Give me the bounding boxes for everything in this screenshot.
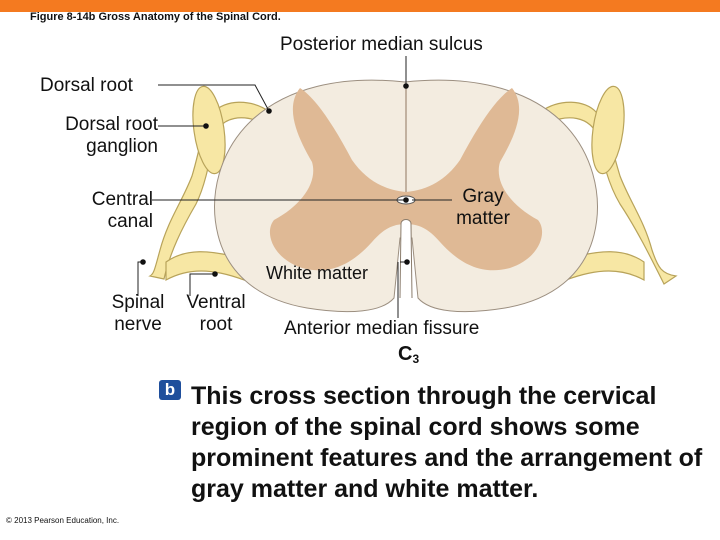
dot-central-canal [403,197,409,203]
dot-white-matter [404,259,410,265]
label-anterior-median-fissure: Anterior median fissure [284,318,480,339]
segment-label-c3: C3 [398,343,419,366]
label-ventral-root: Ventral root [176,292,256,336]
label-dorsal-root-ganglion: Dorsal root ganglion [20,114,158,158]
anterior-median-fissure-groove [399,219,413,299]
label-central-canal-line1: Central [91,189,153,210]
label-central-canal: Central canal [40,189,153,233]
right-nerve-roots [539,85,678,285]
dot-dorsal-root-ganglion [203,123,209,129]
label-spinal-nerve: Spinal nerve [100,292,176,336]
leader-dorsal-root [158,84,270,112]
gray-matter-region [269,88,543,271]
label-spinal-nerve-line1: Spinal [111,292,165,313]
label-dorsal-root: Dorsal root [40,75,133,96]
leader-spinal-nerve [137,261,143,296]
panel-badge: b [159,380,181,400]
label-ventral-root-line2: root [199,314,233,335]
label-spinal-nerve-line2: nerve [114,314,162,335]
label-dorsal-root-ganglion-line1: Dorsal root [65,114,158,135]
label-posterior-median-sulcus: Posterior median sulcus [280,34,483,55]
label-gray-matter-line2: matter [456,208,510,229]
label-dorsal-root-ganglion-line2: ganglion [86,136,158,157]
label-ventral-root-line1: Ventral [186,292,246,313]
dot-posterior-median-sulcus [403,83,409,89]
leader-ventral-root [189,273,215,296]
dot-ventral-root [212,271,218,277]
dot-spinal-nerve [140,259,146,265]
figure-title: Figure 8-14b Gross Anatomy of the Spinal… [30,11,281,23]
label-white-matter: White matter [266,263,369,283]
label-central-canal-line2: canal [107,211,153,232]
label-gray-matter-line1: Gray [462,186,504,207]
leader-dots [140,83,410,277]
dot-dorsal-root [266,108,272,114]
leader-lines [137,56,452,318]
top-accent-bar [0,0,720,12]
label-gray-matter: Gray matter [446,186,520,230]
figure-caption: This cross section through the cervical … [191,382,703,503]
segment-letter: C [398,343,413,365]
copyright-notice: © 2013 Pearson Education, Inc. [6,516,120,525]
segment-number: 3 [412,352,420,366]
